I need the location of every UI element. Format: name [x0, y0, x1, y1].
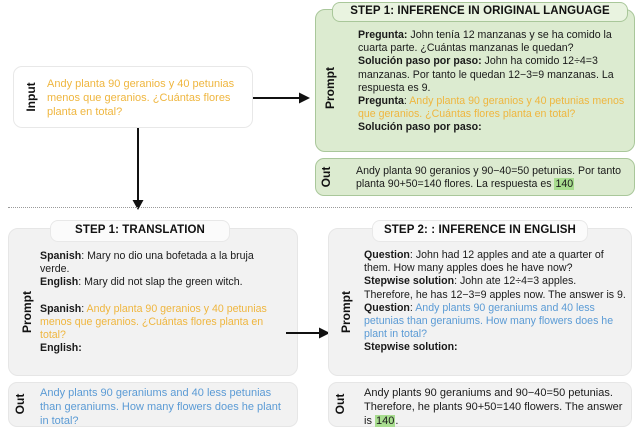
solucion-trailing-label: Solución paso por paso:: [358, 121, 482, 134]
step2-english-out-text: Andy plants 90 geraniums and 90−40=50 pe…: [364, 387, 626, 428]
question-sep-1: :: [409, 249, 416, 261]
step2-english-title: STEP 2: : INFERENCE IN ENGLISH: [372, 220, 588, 242]
out-text-before-1: Andy planta 90 geranios y 90−40=50 petun…: [356, 165, 622, 191]
solucion-label-1: Solución paso por paso:: [358, 55, 482, 68]
section-divider: [8, 207, 632, 208]
arrow-translation-to-step2: [286, 327, 330, 339]
step1-translation-out-label: Out: [13, 393, 27, 415]
arrow-input-to-step1-original: [253, 92, 310, 104]
out-answer-1: 140: [554, 178, 575, 191]
pregunta-sep-2: :: [403, 95, 410, 108]
step1-original-prompt-text: Pregunta: John tenía 12 manzanas y se ha…: [358, 29, 630, 135]
step2-english-prompt-label: Prompt: [339, 291, 353, 333]
step2-english-panel: [328, 228, 632, 376]
english-label-1: English: [40, 276, 79, 289]
stepwise-label-1: Stepwise solution: [364, 275, 455, 288]
stepwise-text-1: John ate 12÷4=3 apples. Therefore, he ha…: [364, 275, 626, 301]
out-answer-2: 140: [375, 414, 396, 427]
english-trailing-label: English:: [40, 342, 82, 355]
input-box: [13, 66, 253, 128]
english-sep-1: :: [78, 276, 85, 289]
solucion-text-1: John ha comido 12÷4=3 manzanas. Por tant…: [358, 55, 614, 94]
step1-translation-out-text: Andy plants 90 geraniums and 40 less pet…: [40, 387, 281, 427]
step1-translation-out-box: [8, 382, 298, 427]
arrow-input-down: [132, 128, 144, 210]
input-side-label: Input: [24, 82, 38, 112]
step2-english-out-label: Out: [333, 393, 347, 415]
pregunta-text-1: John tenía 12 manzanas y se ha comido la…: [358, 29, 612, 55]
english-text-1: Mary did not slap the green witch.: [84, 276, 243, 289]
out-text-after-2: .: [395, 414, 399, 427]
out-text-before-2: Andy plants 90 geraniums and 90−40=50 pe…: [364, 387, 623, 427]
step1-original-out-box: [315, 158, 635, 196]
spanish-text-1: Mary no dio una bofetada a la bruja verd…: [40, 250, 254, 276]
question-label-1: Question: [364, 249, 410, 261]
question-sep-2: :: [409, 301, 416, 314]
spanish-label-1: Spanish: [40, 250, 82, 262]
spanish-text-2: Andy planta 90 geranios y 40 petunias me…: [40, 302, 267, 342]
question-text-1: John had 12 apples and ate a quarter of …: [364, 249, 604, 275]
step2-english-prompt-text: Question: John had 12 apples and ate a q…: [364, 249, 626, 355]
stepwise-trailing-label: Stepwise solution:: [364, 341, 458, 354]
step1-translation-prompt-label: Prompt: [20, 291, 34, 333]
step1-original-out-text: Andy planta 90 geranios y 90−40=50 petun…: [356, 165, 628, 191]
spanish-sep-2: :: [81, 302, 87, 315]
step1-original-out-label: Out: [319, 166, 333, 188]
input-text: Andy planta 90 geranios y 40 petunias me…: [47, 78, 235, 118]
step1-translation-title: STEP 1: TRANSLATION: [50, 220, 230, 242]
stepwise-sep-1: :: [454, 275, 460, 288]
pregunta-text-2: Andy planta 90 geranios y 40 petunias me…: [358, 95, 625, 121]
step1-original-panel: [315, 9, 635, 152]
spanish-label-2: Spanish: [40, 302, 82, 315]
question-label-2: Question: [364, 301, 410, 314]
question-text-2: Andy plants 90 geraniums and 40 less pet…: [364, 301, 614, 341]
step1-original-title: STEP 1: INFERENCE IN ORIGINAL LANGUAGE: [332, 2, 628, 22]
pregunta-label-2: Pregunta: [358, 95, 404, 108]
step1-translation-prompt-text: Spanish: Mary no dio una bofetada a la b…: [40, 250, 285, 356]
step1-original-prompt-label: Prompt: [323, 67, 337, 109]
spanish-sep-1: :: [81, 250, 88, 262]
pregunta-label-1: Pregunta:: [358, 29, 408, 41]
